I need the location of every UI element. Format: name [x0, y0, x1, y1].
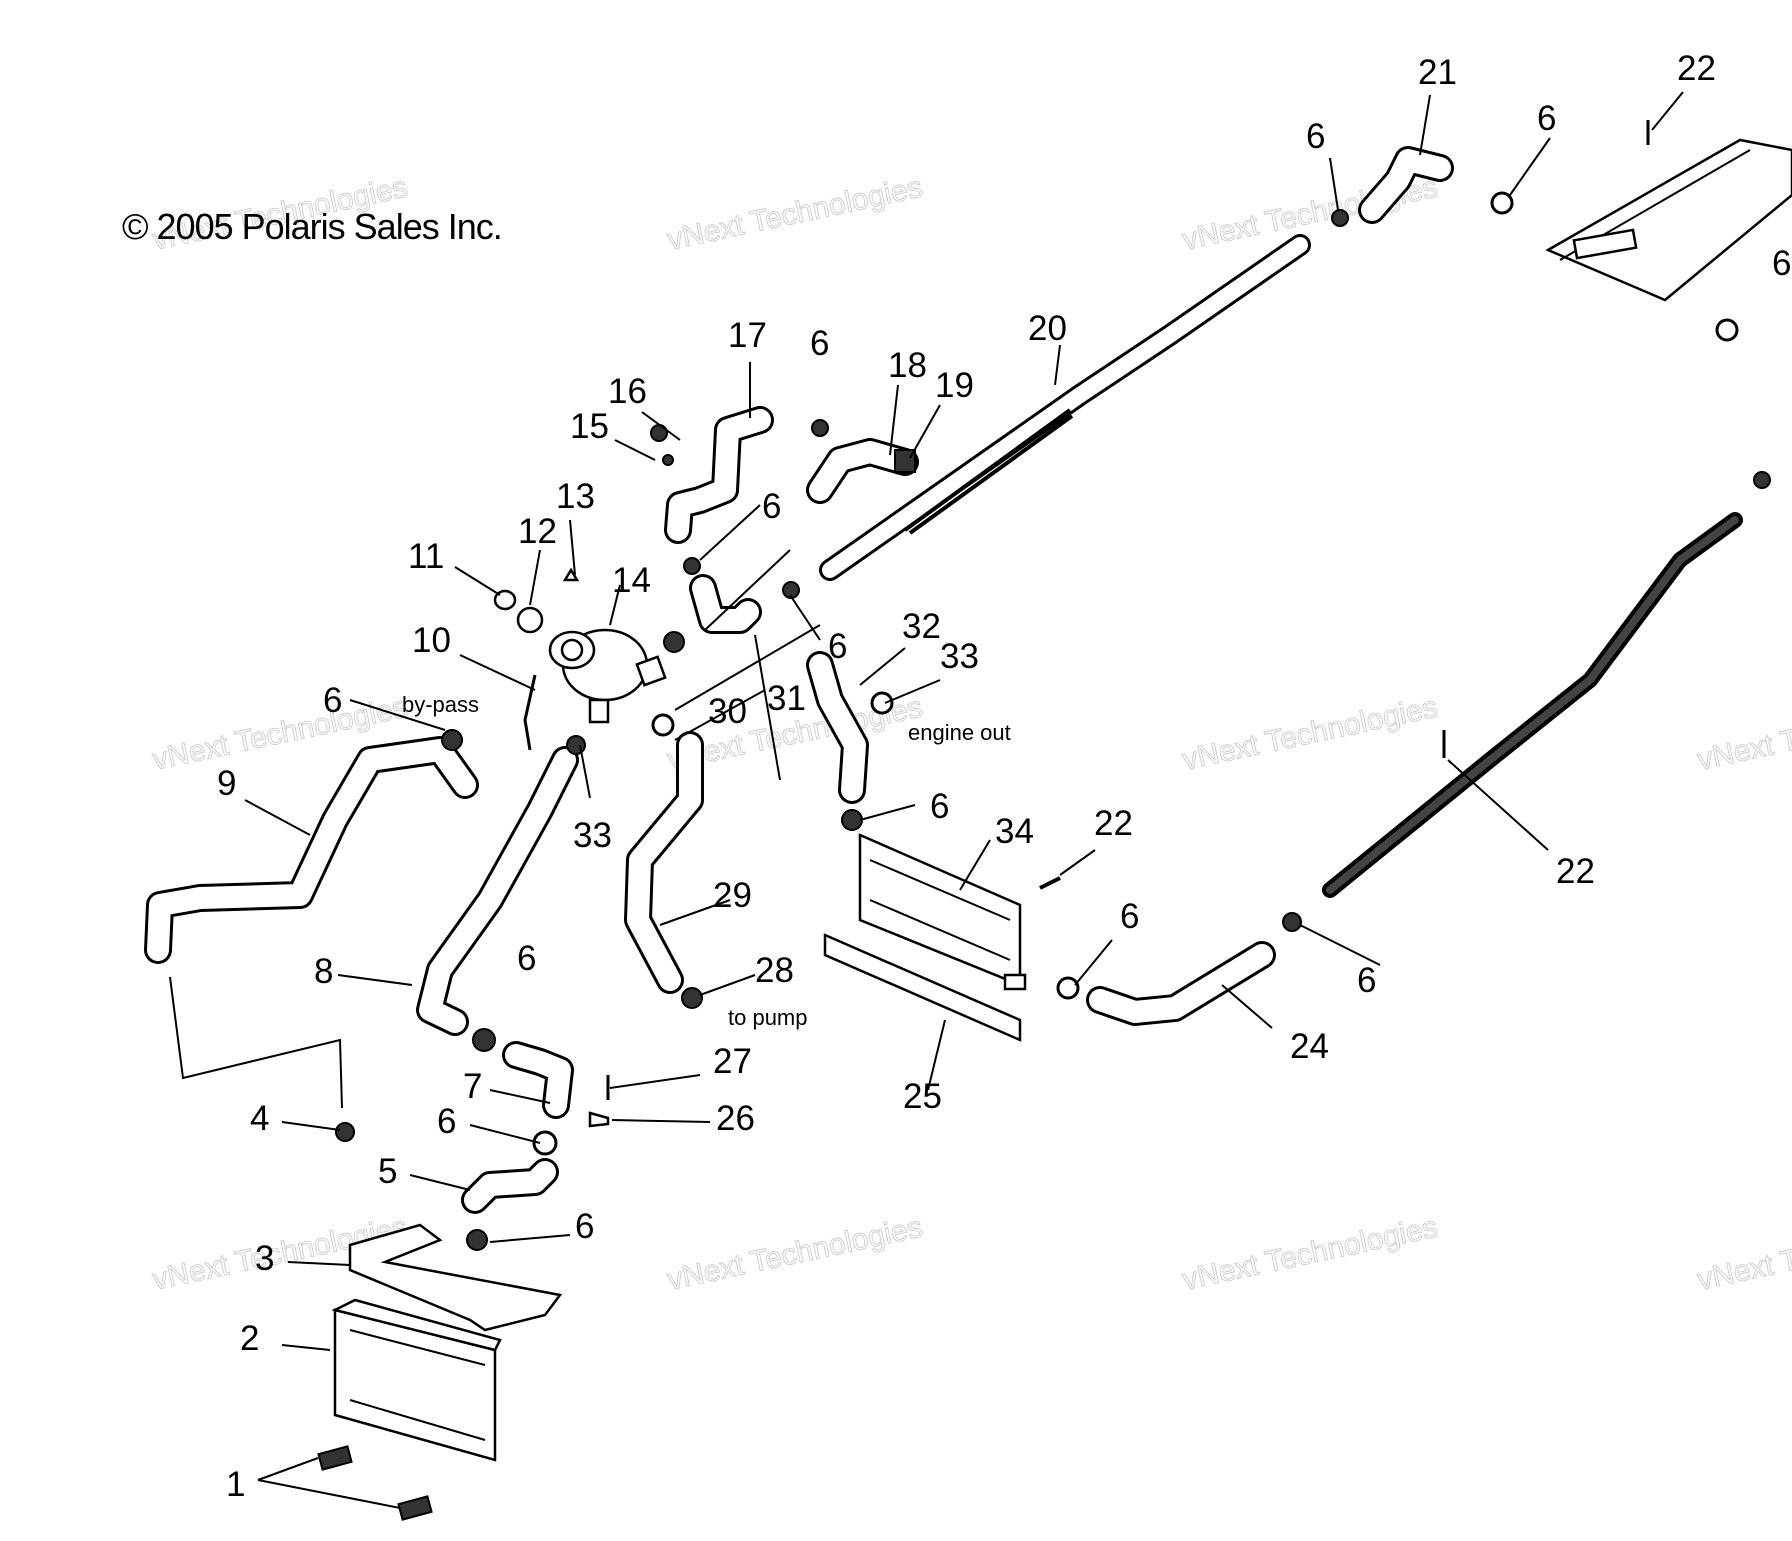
callout-30: 30 [708, 692, 747, 731]
callout-34: 34 [995, 812, 1034, 851]
callout-26: 26 [716, 1099, 755, 1138]
callout-17: 17 [728, 316, 767, 355]
callout-9: 9 [217, 764, 236, 803]
callout-11: 11 [408, 537, 444, 576]
part-11-gasket [493, 589, 517, 611]
callout-27: 27 [713, 1042, 752, 1081]
part-5-hose [461, 1158, 559, 1214]
callout-2: 2 [240, 1319, 259, 1358]
part-8-hose [416, 746, 579, 1036]
callout-6: 6 [437, 1102, 456, 1141]
callouts: 1 2 3 4 5 6 7 8 9 10 11 12 13 14 15 16 1… [217, 49, 1791, 1504]
callout-31: 31 [767, 679, 806, 718]
part-3-bracket [348, 1223, 563, 1332]
callout-6: 6 [1120, 897, 1139, 936]
callout-13: 13 [556, 477, 595, 516]
callout-19: 19 [935, 366, 974, 405]
part-10-hose [523, 674, 537, 751]
callout-21: 21 [1418, 53, 1457, 92]
leader-lines [169, 91, 1684, 1509]
part-9-hose [144, 736, 479, 964]
part-25-bracket [823, 933, 1022, 1042]
fasteners [588, 120, 1650, 1128]
callout-5: 5 [378, 1152, 397, 1191]
callout-10: 10 [412, 621, 451, 660]
part-7-hose [502, 1041, 574, 1119]
part-21-hose [1358, 146, 1454, 224]
callout-6: 6 [762, 487, 781, 526]
part-29-hose [624, 731, 704, 994]
part-32-hose [806, 651, 869, 804]
callout-1: 1 [226, 1465, 245, 1504]
callout-22: 22 [1677, 49, 1716, 88]
callout-33: 33 [940, 637, 979, 676]
callout-25: 25 [903, 1077, 942, 1116]
note-engine-out: engine out [908, 720, 1011, 745]
callout-22: 22 [1556, 852, 1595, 891]
callout-22: 22 [1094, 804, 1133, 843]
part-2-cooler [331, 1298, 502, 1462]
part-22-tube [1322, 512, 1743, 898]
callout-32: 32 [902, 607, 941, 646]
callout-20: 20 [1028, 309, 1067, 348]
callout-6: 6 [575, 1207, 594, 1246]
watermark: vNext Technologies [665, 171, 926, 257]
clamp-icon [894, 449, 916, 473]
part-1-mount [317, 1445, 353, 1471]
watermark: vNext Technologies [665, 1211, 926, 1297]
note-bypass: by-pass [402, 692, 479, 717]
callout-6: 6 [828, 627, 847, 666]
callout-6: 6 [1537, 99, 1556, 138]
callout-28: 28 [755, 951, 794, 990]
part-24-hose [1086, 941, 1276, 1026]
part-31-hose [689, 574, 762, 634]
callout-6: 6 [810, 324, 829, 363]
note-to-pump: to pump [728, 1005, 808, 1030]
callout-3: 3 [255, 1239, 274, 1278]
callout-6: 6 [1306, 117, 1325, 156]
callout-6: 6 [323, 681, 342, 720]
part-17-hose [664, 406, 774, 544]
callout-24: 24 [1290, 1027, 1329, 1066]
callout-18: 18 [888, 346, 927, 385]
callout-29: 29 [713, 876, 752, 915]
radiator [1545, 138, 1792, 302]
callout-6: 6 [517, 939, 536, 978]
part-14-reservoir [548, 628, 667, 724]
callout-16: 16 [608, 372, 647, 411]
part-18-hose [806, 438, 919, 504]
callout-6: 6 [1357, 961, 1376, 1000]
clamp-icon [441, 729, 463, 751]
watermark: vNext Technologies [1695, 691, 1792, 777]
callout-33: 33 [573, 816, 612, 855]
callout-8: 8 [314, 952, 333, 991]
callout-4: 4 [250, 1099, 269, 1138]
watermark: vNext Technologies [1695, 1211, 1792, 1297]
part-20-tube [819, 234, 1311, 581]
callout-7: 7 [463, 1067, 482, 1106]
watermark: vNext Technologies [1180, 1211, 1441, 1297]
callout-12: 12 [518, 512, 557, 551]
callout-15: 15 [570, 407, 609, 446]
watermark: vNext Technologies [1180, 691, 1441, 777]
callout-6: 6 [930, 787, 949, 826]
part-1-mount [397, 1495, 433, 1521]
part-12-cap [516, 606, 544, 634]
callout-14: 14 [612, 561, 651, 600]
clamps [335, 191, 1771, 1251]
part-34-exchanger [858, 833, 1027, 991]
copyright-text: © 2005 Polaris Sales Inc. [122, 206, 503, 247]
callout-6: 6 [1772, 244, 1791, 283]
